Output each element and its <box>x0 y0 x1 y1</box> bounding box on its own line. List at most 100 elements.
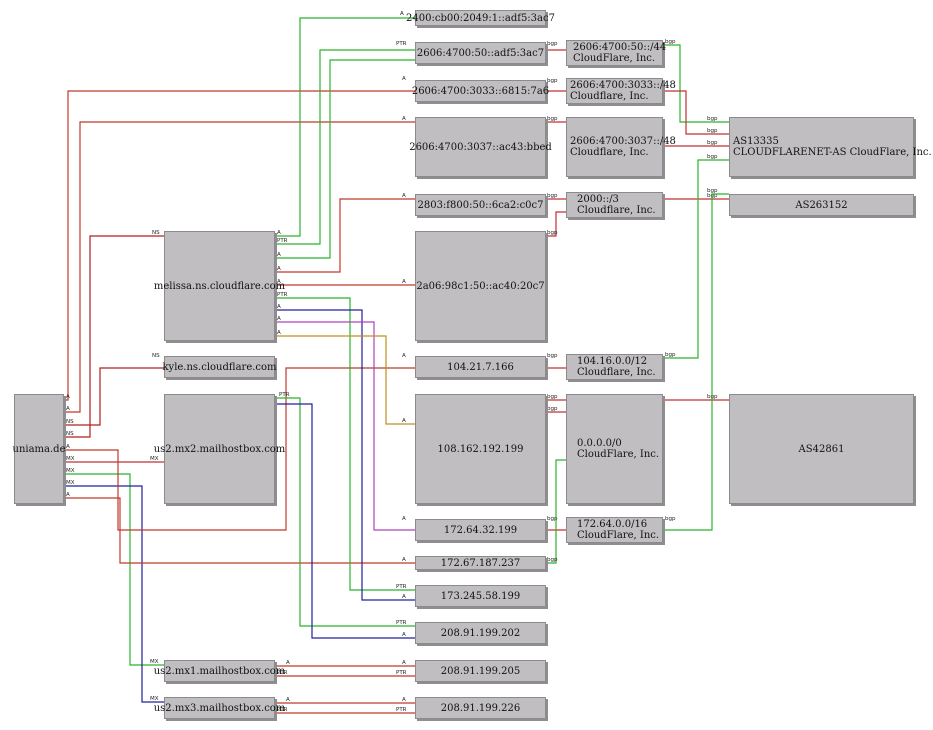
edge-us2mx1-a-205-label-1: A <box>402 660 406 666</box>
node-ip-2606-3033[interactable]: 2606:4700:3033::6815:7a6 <box>412 80 549 102</box>
edge-uniama-mx-us2mx3 <box>64 485 164 703</box>
node-pfx-2606-48b[interactable]: 2606:4700:3037::/48 Cloudflare, Inc. <box>566 117 676 177</box>
edge-us2mx3-ptr-226-label-0: PTR <box>277 707 288 713</box>
edge-uniama-mx-us2mx2-label-0: MX <box>66 456 75 462</box>
edge-as-2606-48a-label-1: bgp <box>707 128 718 134</box>
edge-uniama-mx-us2mx1-label-1: MX <box>150 659 159 665</box>
node-as263152[interactable]: AS263152 <box>729 194 914 216</box>
edge-bgp-2a06-label-0: bgp <box>547 230 558 236</box>
node-as42861[interactable]: AS42861 <box>729 394 914 504</box>
edge-melissa-a-2606-50b-label-0: A <box>277 252 281 258</box>
edge-melissa-a-172-64-label-0: A <box>277 316 281 322</box>
edge-as-104-label-0: bgp <box>665 352 676 358</box>
edge-uniama-mx-us2mx3-label-0: MX <box>66 480 75 486</box>
node-pfx-2606-48a[interactable]: 2606:4700:3033::/48 Cloudflare, Inc. <box>566 78 676 104</box>
node-ip-172-64[interactable]: 172.64.32.199 <box>415 519 546 541</box>
edge-us2mx2-ptr-208-202-label-0: PTR <box>279 392 290 398</box>
node-ip-2400[interactable]: 2400:cb00:2049:1::adf5:3ac7 <box>406 10 555 26</box>
node-ip-2803[interactable]: 2803:f800:50::6ca2:c0c7 <box>415 194 546 216</box>
edge-melissa-a-2803-label-0: A <box>277 266 281 272</box>
edge-bgp-108-label-0: bgp <box>547 394 558 400</box>
node-ip-2606-3037[interactable]: 2606:4700:3037::ac43:bbed <box>409 117 552 177</box>
edge-uniama-a-2606-3037-label-1: A <box>402 116 406 122</box>
node-uniama[interactable]: uniama.de <box>13 394 66 504</box>
edge-bgp-172-64-label-0: bgp <box>547 516 558 522</box>
node-ip-2606-50[interactable]: 2606:4700:50::adf5:3ac7 <box>415 42 546 64</box>
node-ip-208-202[interactable]: 208.91.199.202 <box>415 622 546 644</box>
edge-bgp-2606-3033-label-0: bgp <box>547 78 558 84</box>
node-ip-108[interactable]: 108.162.192.199 <box>415 394 546 504</box>
edge-bgp-104-label-0: bgp <box>547 353 558 359</box>
node-kyle[interactable]: kyle.ns.cloudflare.com <box>162 356 277 378</box>
node-us2mx1[interactable]: us2.mx1.mailhostbox.com <box>154 660 285 682</box>
node-ip-208-205[interactable]: 208.91.199.205 <box>415 660 546 682</box>
node-ip-2a06[interactable]: 2a06:98c1:50::ac40:20c7 <box>415 231 546 341</box>
edge-melissa-a-208-202-label-1: A <box>402 594 406 600</box>
edge-uniama-mx-extra <box>64 367 415 531</box>
edge-melissa-a-2a06-label-0: A <box>277 279 281 285</box>
edge-as-2606-44-label-0: bgp <box>665 39 676 45</box>
node-ip-208-226[interactable]: 208.91.199.226 <box>415 697 546 719</box>
edge-melissa-ptr-173-label-0: PTR <box>277 292 288 298</box>
node-pfx-0[interactable]: 0.0.0.0/0 CloudFlare, Inc. <box>566 394 663 504</box>
edge-uniama-ns-melissa-label-0: NS <box>66 431 74 437</box>
node-us2mx2[interactable]: us2.mx2.mailhostbox.com <box>154 394 285 504</box>
edge-uniama-a-2606-3037-label-0: A <box>66 406 70 412</box>
edge-bgp-2a06 <box>546 211 566 237</box>
edge-as-104-label-1: bgp <box>707 154 718 160</box>
edge-melissa-a-2400 <box>275 17 415 237</box>
edge-melissa-a-108 <box>275 335 415 425</box>
edge-uniama-a-2606-3033-label-1: A <box>402 76 406 82</box>
edge-us2mx1-a-205-label-0: A <box>286 660 290 666</box>
node-ip-104[interactable]: 104.21.7.166 <box>415 356 546 378</box>
edge-as-172 <box>663 193 729 531</box>
edge-uniama-mx-us2mx2-label-1: MX <box>150 456 159 462</box>
edge-melissa-a-2400-label-0: A <box>277 230 281 236</box>
node-melissa[interactable]: melissa.ns.cloudflare.com <box>154 231 285 341</box>
edge-as-2606-44 <box>663 44 729 123</box>
edge-melissa-a-2a06-label-1: A <box>402 279 406 285</box>
edge-uniama-a-2606-3033 <box>64 90 415 401</box>
edge-melissa-a-172-64 <box>275 321 415 531</box>
edge-melissa-ptr-2606-50-label-1: PTR <box>396 41 407 47</box>
edge-as-2606-48b-label-1: bgp <box>707 140 718 146</box>
node-ip-172-67[interactable]: 172.67.187.237 <box>415 556 546 570</box>
node-as13335[interactable]: AS13335 CLOUDFLARENET-AS CloudFlare, Inc… <box>729 117 932 177</box>
edge-bgp-2606-50-label-0: bgp <box>547 41 558 47</box>
edge-uniama-a-172-67-label-1: A <box>402 557 406 563</box>
edge-melissa-ptr-2606-50 <box>275 49 415 245</box>
edge-bgp-108b-label-0: bgp <box>547 406 558 412</box>
edge-melissa-ptr-2606-50-label-0: PTR <box>277 238 288 244</box>
edge-melissa-a-2606-50b <box>275 59 415 259</box>
edge-us2mx3-ptr-226-label-1: PTR <box>396 707 407 713</box>
edge-uniama-ns-kyle-label-1: NS <box>152 353 160 359</box>
node-pfx-104[interactable]: 104.16.0.0/12 Cloudflare, Inc. <box>566 354 663 380</box>
edge-us2mx3-a-226-label-0: A <box>286 697 290 703</box>
edge-melissa-a-108-label-1: A <box>402 418 406 424</box>
node-pfx-2000[interactable]: 2000::/3 Cloudflare, Inc. <box>566 192 663 218</box>
edge-uniama-mx-us2mx3-label-1: MX <box>150 696 159 702</box>
node-pfx-172[interactable]: 172.64.0.0/16 CloudFlare, Inc. <box>566 517 663 543</box>
edge-uniama-a-172-67-label-0: A <box>66 492 70 498</box>
node-us2mx3[interactable]: us2.mx3.mailhostbox.com <box>154 697 285 719</box>
edge-us2mx1-ptr-205-label-0: PTR <box>277 670 288 676</box>
edge-uniama-ns-melissa-label-1: NS <box>152 230 160 236</box>
edge-uniama-a-2606-3037 <box>64 121 415 413</box>
edge-melissa-ptr-173 <box>275 297 415 591</box>
edge-us2mx3-a-226-label-1: A <box>402 697 406 703</box>
node-ip-173[interactable]: 173.245.58.199 <box>415 585 546 607</box>
edge-bgp-172-67-label-0: bgp <box>547 557 558 563</box>
edge-uniama-a-2606-3033-label-0: A <box>66 394 70 400</box>
edge-as-2606-48a <box>663 90 729 135</box>
edge-us2mx2-a-208-202b <box>275 403 415 639</box>
edge-as-2606-44-label-1: bgp <box>707 116 718 122</box>
edge-uniama-mx-us2mx1 <box>64 473 164 666</box>
edge-melissa-a-2803-label-1: A <box>402 193 406 199</box>
edge-melissa-a-172-64-label-1: A <box>402 516 406 522</box>
edge-us2mx2-ptr-208-202 <box>275 397 415 627</box>
node-pfx-2606-44[interactable]: 2606:4700:50::/44 CloudFlare, Inc. <box>566 40 666 66</box>
edge-melissa-a-2803 <box>275 198 415 273</box>
edge-uniama-mx-extra-label-0: A <box>66 444 70 450</box>
